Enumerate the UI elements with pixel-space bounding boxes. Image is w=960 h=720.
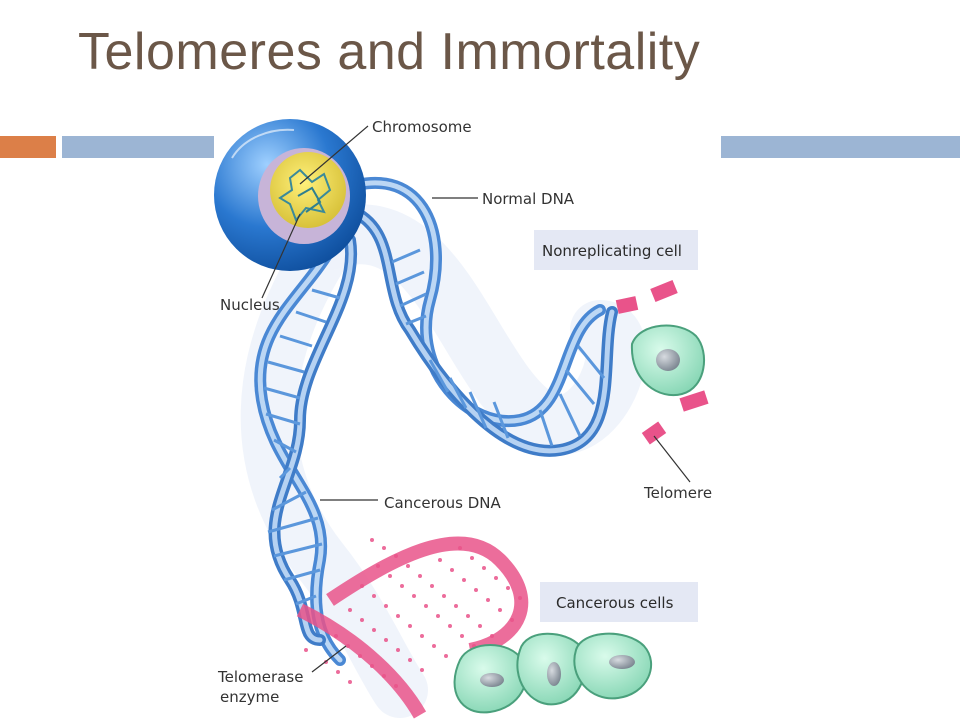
telomerase-ribbon-2 (296, 603, 427, 719)
leader-lines (261, 125, 691, 673)
telomerase-enzyme-dots (304, 538, 522, 688)
slide-title: Telomeres and Immortality (78, 23, 701, 81)
label-chromosome: Chromosome (372, 118, 472, 136)
telomere-caps (615, 280, 709, 445)
label-cancerous-dna: Cancerous DNA (384, 494, 502, 512)
cancerous-cells (453, 632, 653, 714)
label-enzyme: enzyme (220, 688, 279, 706)
normal-dna-helix (334, 177, 618, 457)
cancerous-cells-box (540, 582, 698, 622)
accent-bar-orange (0, 136, 56, 158)
label-telomerase: Telomerase (217, 668, 303, 686)
accent-bar-blue-right (721, 136, 960, 158)
label-nucleus: Nucleus (220, 296, 280, 314)
nonreplicating-cell-box (534, 230, 698, 270)
label-telomere: Telomere (643, 484, 712, 502)
label-cancerous-cells: Cancerous cells (556, 594, 674, 612)
telomerase-ribbon-1 (326, 536, 529, 657)
label-normal-dna: Normal DNA (482, 190, 575, 208)
nonreplicating-cell (630, 324, 706, 397)
cell-with-nucleus (214, 119, 366, 271)
label-nonreplicating-cell: Nonreplicating cell (542, 242, 682, 260)
accent-bar-blue-left (62, 136, 214, 158)
